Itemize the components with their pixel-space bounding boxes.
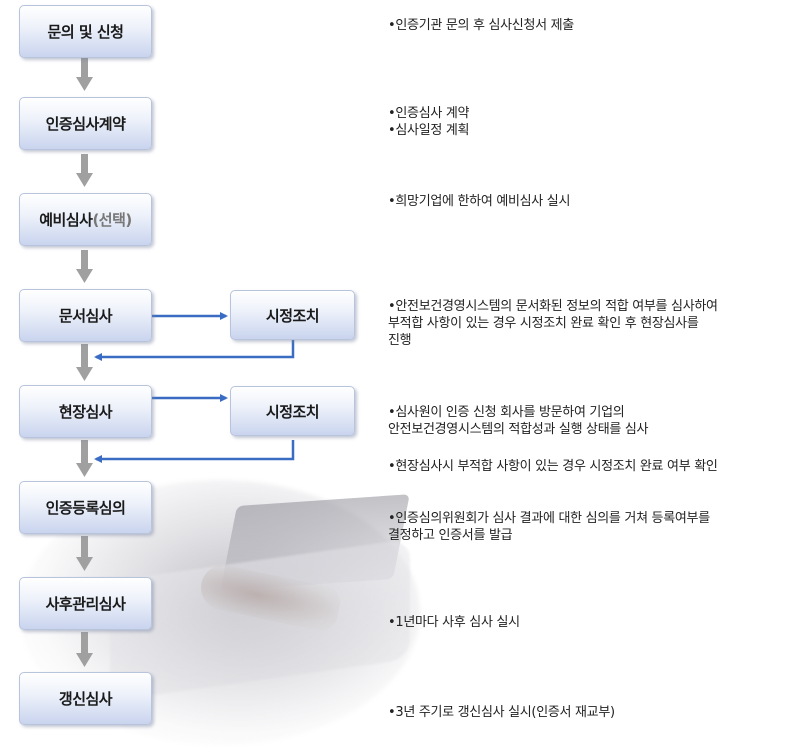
step-renewal-audit: 갱신심사 bbox=[19, 672, 152, 725]
desc-onsite-audit: •심사원이 인증 신청 회사를 방문하여 기업의 안전보건경영시스템의 적합성과… bbox=[388, 405, 649, 437]
down-arrow-3 bbox=[76, 250, 93, 283]
down-arrow-6 bbox=[76, 536, 93, 571]
down-arrow-2 bbox=[76, 154, 93, 187]
step-document-audit: 문서심사 bbox=[19, 289, 152, 342]
corrective-action-1: 시정조치 bbox=[230, 290, 355, 340]
down-arrow-5 bbox=[76, 440, 93, 477]
corrective-loop-2 bbox=[94, 394, 295, 463]
corrective-loop-1 bbox=[94, 312, 295, 361]
desc-document-audit: •안전보건경영시스템의 문서화된 정보의 적합 여부를 심사하여 부적합 사항이… bbox=[388, 299, 718, 348]
down-arrow-7 bbox=[76, 632, 93, 667]
corrective-action-2: 시정조치 bbox=[230, 386, 355, 436]
desc-certification-review: •인증심의위원회가 심사 결과에 대한 심의를 거쳐 등록여부를 결정하고 인증… bbox=[388, 511, 710, 543]
down-arrow-1 bbox=[76, 58, 93, 91]
step-inquiry-application: 문의 및 신청 bbox=[19, 5, 152, 58]
down-arrows bbox=[76, 58, 93, 667]
desc-renewal: •3년 주기로 갱신심사 실시(인증서 재교부) bbox=[388, 705, 615, 720]
down-arrow-4 bbox=[76, 344, 93, 381]
desc-onsite-corrective: •현장심사시 부적합 사항이 있는 경우 시정조치 완료 여부 확인 bbox=[388, 459, 718, 474]
desc-surveillance: •1년마다 사후 심사 실시 bbox=[388, 615, 520, 630]
optional-note: (선택) bbox=[92, 211, 132, 229]
step-preliminary-audit: 예비심사(선택) bbox=[19, 193, 152, 246]
desc-inquiry: •인증기관 문의 후 심사신청서 제출 bbox=[388, 18, 574, 33]
desc-contract: •인증심사 계약 •심사일정 계획 bbox=[388, 106, 470, 138]
step-certification-review: 인증등록심의 bbox=[19, 481, 152, 534]
step-contract: 인증심사계약 bbox=[19, 97, 152, 150]
step-onsite-audit: 현장심사 bbox=[19, 385, 152, 438]
step-surveillance-audit: 사후관리심사 bbox=[19, 577, 152, 630]
desc-preliminary: •희망기업에 한하여 예비심사 실시 bbox=[388, 194, 571, 209]
